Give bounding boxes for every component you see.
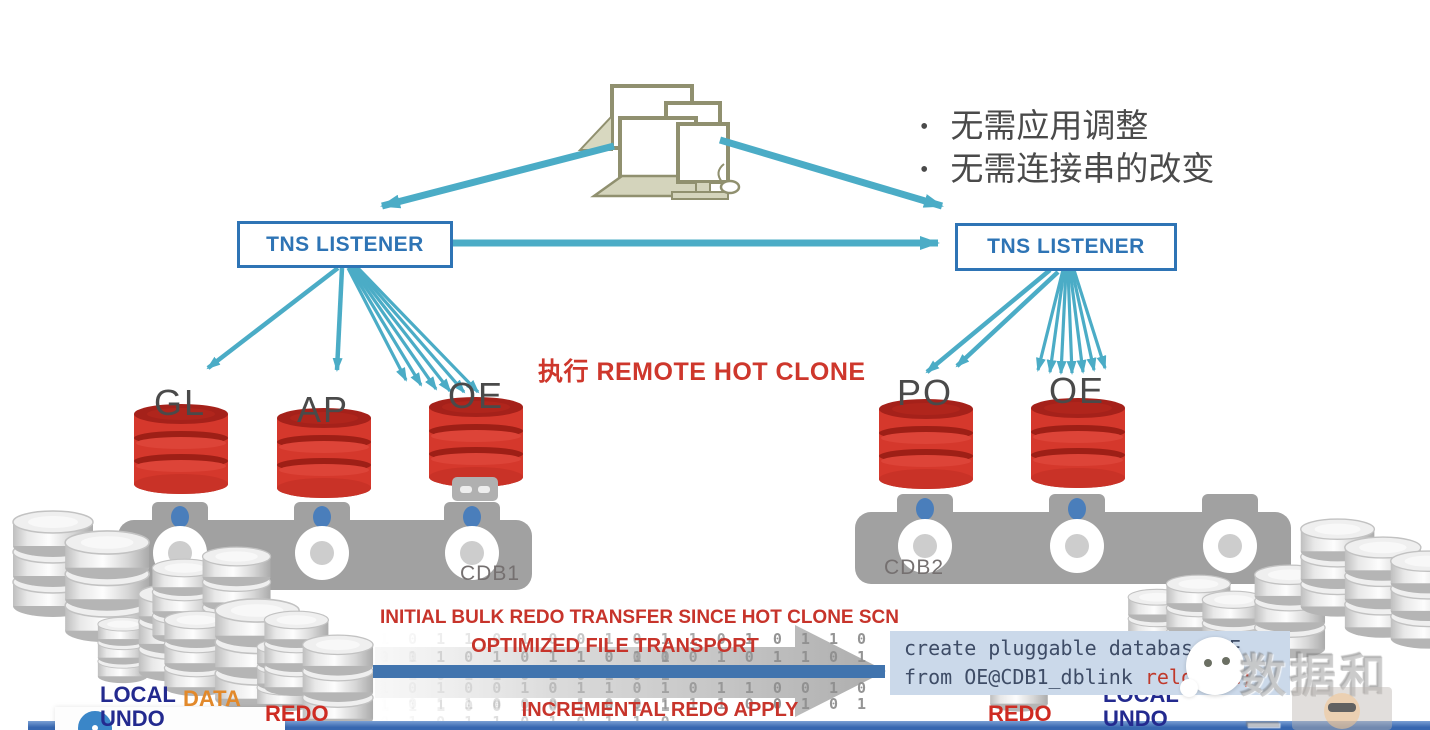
pdb-label-oe-left: OE bbox=[447, 375, 504, 416]
binary-stream-row: 1 0 1 0 0 1 0 1 1 0 1 0 1 1 0 0 1 0 1 1 … bbox=[380, 679, 872, 715]
redo-left-label: REDO bbox=[265, 701, 329, 726]
wechat-eye bbox=[1222, 657, 1230, 665]
watermark-brand-text: 数据和云 bbox=[1240, 650, 1390, 730]
undo-text: UNDO bbox=[1103, 706, 1168, 730]
pdb-label-oe-right: OE bbox=[1048, 370, 1105, 411]
pdb-label-ap: AP bbox=[296, 389, 350, 430]
incremental-redo-apply-label: INCREMENTAL REDO APPLY bbox=[521, 699, 799, 721]
undo-text: UNDO bbox=[100, 706, 165, 730]
redo-right-label: REDO bbox=[988, 701, 1052, 726]
tns-listener-left: TNS LISTENER bbox=[237, 221, 453, 268]
wechat-bubble-tail bbox=[1180, 679, 1198, 697]
pdb-label-gl: GL bbox=[153, 382, 207, 423]
wechat-eye bbox=[1204, 659, 1212, 667]
optimized-file-transport-label: OPTIMIZED FILE TRANSPORT bbox=[471, 635, 759, 657]
bullet-mark: • bbox=[920, 114, 929, 140]
bullet-mark: • bbox=[920, 157, 929, 183]
local-text: LOCAL bbox=[100, 682, 176, 707]
bullet-text-1: 无需应用调整 bbox=[950, 109, 1149, 145]
cdb2-label: CDB2 bbox=[884, 556, 945, 579]
binary-stream-row: 1 0 1 1 0 1 0 0 1 0 1 1 0 1 0 1 1 0 1 0 … bbox=[380, 630, 872, 666]
corner-logo-box bbox=[55, 707, 285, 730]
tns-listener-right: TNS LISTENER bbox=[955, 223, 1177, 271]
slide-footer-bar bbox=[28, 721, 1430, 730]
bullet-text-2: 无需连接串的改变 bbox=[950, 152, 1215, 188]
corner-logo-ring bbox=[78, 711, 112, 730]
cdb1-label: CDB1 bbox=[460, 562, 521, 585]
cdb2-platform bbox=[855, 494, 1291, 584]
data-label: DATA bbox=[183, 686, 241, 711]
code-line-2-text: from OE@CDB1_dblink bbox=[904, 665, 1145, 689]
benefit-bullets: • 无需应用调整 • 无需连接串的改变 bbox=[920, 106, 1214, 192]
local-undo-left-label: LOCAL UNDO bbox=[100, 683, 176, 730]
code-line-1: create pluggable database OE bbox=[904, 636, 1242, 660]
clone-action-label: 执行 REMOTE HOT CLONE bbox=[538, 358, 866, 386]
connection-arrows bbox=[206, 136, 1107, 394]
wechat-icon bbox=[1180, 637, 1244, 697]
avatar-sunglasses bbox=[1328, 703, 1356, 712]
bullet-item: • 无需应用调整 bbox=[920, 106, 1214, 149]
bullet-item: • 无需连接串的改变 bbox=[920, 149, 1214, 192]
pdb-label-po: PO bbox=[896, 372, 953, 413]
initial-bulk-redo-label: INITIAL BULK REDO TRANSFER SINCE HOT CLO… bbox=[380, 607, 899, 628]
plug-connector-icon bbox=[452, 477, 498, 501]
redo-stream-bar bbox=[373, 665, 885, 678]
pdb-cylinders bbox=[134, 397, 1125, 501]
client-computers-icon bbox=[577, 84, 741, 200]
watermark-avatar bbox=[1292, 687, 1392, 730]
